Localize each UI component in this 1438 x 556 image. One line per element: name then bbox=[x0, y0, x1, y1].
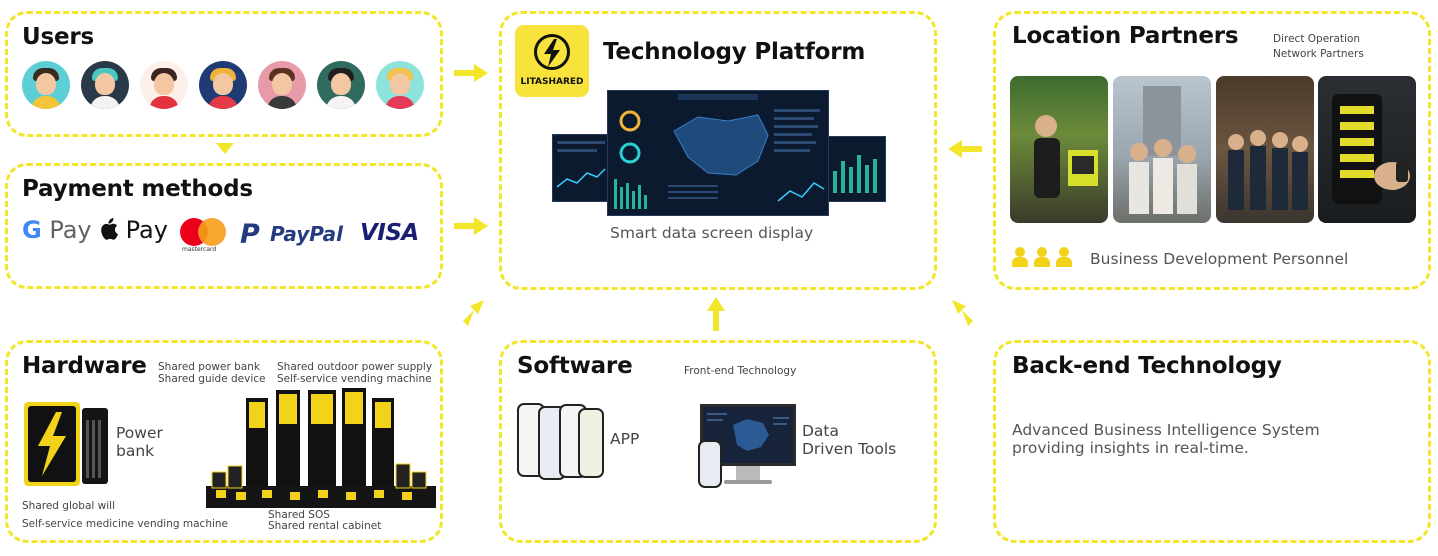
hardware-title: Hardware bbox=[22, 353, 147, 379]
hardware-bottom-rental: Shared rental cabinet bbox=[268, 520, 382, 532]
hardware-tag-outdoor-power: Shared outdoor power supply bbox=[277, 361, 433, 373]
arrow-partners-to-platform bbox=[948, 140, 982, 158]
hardware-tag-power-bank: Shared power bank bbox=[158, 361, 260, 373]
backend-desc-line1: Advanced Business Intelligence System bbox=[1012, 421, 1320, 439]
dashboard-screen-right bbox=[826, 136, 886, 202]
visa-logo: VISA bbox=[360, 220, 419, 246]
mastercard-logo: mastercard bbox=[180, 218, 228, 253]
partners-note-network: Network Partners bbox=[1273, 48, 1364, 60]
google-pay-logo: G Pay bbox=[22, 216, 92, 244]
hardware-bottom-global-will: Shared global will bbox=[22, 500, 116, 512]
hardware-tag-guide-device: Shared guide device bbox=[158, 373, 266, 385]
arrow-hardware-to-platform bbox=[456, 298, 486, 328]
arrow-payment-to-platform bbox=[454, 217, 488, 235]
hardware-tag-vending: Self-service vending machine bbox=[277, 373, 432, 385]
apple-pay-logo: Pay bbox=[100, 216, 168, 244]
litashared-logo: LITASHARED bbox=[515, 25, 589, 97]
dashboard-main-screen bbox=[607, 90, 829, 216]
data-tools-label-line2: Driven Tools bbox=[802, 440, 897, 458]
backend-panel bbox=[993, 340, 1431, 543]
arrow-backend-to-platform bbox=[950, 298, 980, 328]
software-title: Software bbox=[517, 353, 633, 379]
power-bank-label-line2: bank bbox=[116, 442, 155, 460]
data-tools-phone bbox=[698, 440, 722, 488]
arrow-users-to-platform bbox=[454, 64, 488, 82]
arrow-users-to-payment bbox=[216, 143, 234, 155]
user-avatar-icon bbox=[317, 61, 365, 109]
partners-personnel: Business Development Personnel bbox=[1090, 250, 1349, 268]
apple-icon bbox=[100, 218, 118, 240]
user-avatar-icon bbox=[199, 61, 247, 109]
lightning-icon bbox=[544, 39, 560, 67]
hardware-bottom-medicine: Self-service medicine vending machine bbox=[22, 518, 229, 530]
monitor-base bbox=[724, 480, 772, 484]
user-avatars bbox=[22, 61, 424, 109]
person-icon bbox=[1034, 247, 1050, 267]
hardware-bottom-sos: Shared SOS bbox=[268, 509, 330, 521]
backend-desc-line2: providing insights in real-time. bbox=[1012, 439, 1249, 457]
backend-title: Back-end Technology bbox=[1012, 353, 1282, 379]
data-tools-label-line1: Data bbox=[802, 422, 840, 440]
paypal-logo: PayPal bbox=[270, 222, 344, 246]
payment-title: Payment methods bbox=[22, 176, 253, 202]
monitor-stand bbox=[736, 466, 760, 480]
partner-photo-group bbox=[1113, 76, 1211, 223]
power-bank-image bbox=[22, 400, 110, 488]
power-bank-label-line1: Power bbox=[116, 424, 163, 442]
arrow-software-to-platform bbox=[707, 297, 725, 331]
software-subtitle: Front-end Technology bbox=[684, 365, 797, 377]
app-label: APP bbox=[610, 430, 640, 448]
dashboard-screen-left bbox=[552, 134, 610, 202]
paypal-icon: P bbox=[240, 219, 260, 250]
user-avatar-icon bbox=[258, 61, 306, 109]
app-phone-4 bbox=[578, 408, 604, 478]
user-avatar-icon bbox=[140, 61, 188, 109]
user-avatar-icon bbox=[22, 61, 70, 109]
partners-title: Location Partners bbox=[1012, 23, 1239, 49]
platform-title: Technology Platform bbox=[603, 39, 866, 65]
platform-caption: Smart data screen display bbox=[610, 224, 814, 242]
user-avatar-icon bbox=[81, 61, 129, 109]
person-icon bbox=[1012, 247, 1028, 267]
hardware-devices-image bbox=[206, 386, 436, 510]
partner-photo-powerbank bbox=[1318, 76, 1416, 223]
partner-photo-team bbox=[1216, 76, 1314, 223]
partners-note-direct: Direct Operation bbox=[1273, 33, 1361, 45]
person-icon bbox=[1056, 247, 1072, 267]
user-avatar-icon bbox=[376, 61, 424, 109]
partner-photo-kiosk bbox=[1010, 76, 1108, 223]
users-title: Users bbox=[22, 24, 94, 50]
